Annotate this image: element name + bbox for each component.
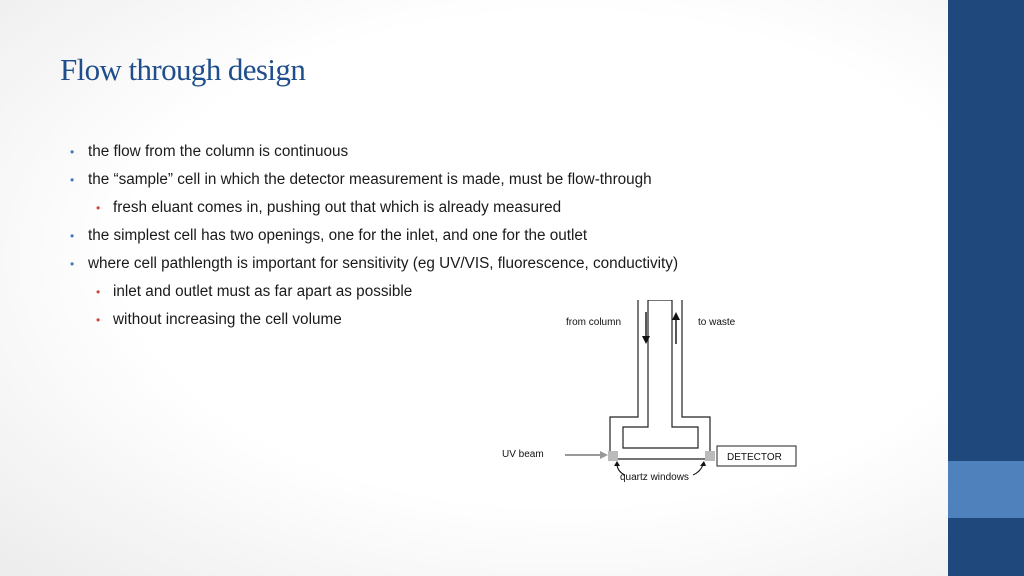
bullet-text: where cell pathlength is important for s…	[88, 255, 679, 272]
quartz-window-left	[608, 451, 618, 461]
sub-bullet-marker-icon: •	[96, 313, 101, 327]
bullet-text: inlet and outlet must as far apart as po…	[113, 283, 413, 300]
bullet-marker-icon: •	[70, 145, 75, 159]
window-pointer-left	[616, 464, 626, 476]
from-column-label: from column	[566, 317, 621, 328]
flow-cell-diagram: from column to waste UV beam DETECTOR qu…	[490, 299, 810, 495]
bullet-item: • the simplest cell has two openings, on…	[70, 222, 790, 250]
bullet-text: fresh eluant comes in, pushing out that …	[113, 199, 562, 216]
sub-bullet-marker-icon: •	[96, 285, 101, 299]
quartz-windows-label: quartz windows	[620, 472, 689, 483]
slide-title: Flow through design	[60, 52, 306, 87]
sub-bullet-item: • without increasing the cell volume	[70, 306, 790, 334]
slide: Flow through design • the flow from the …	[60, 52, 810, 495]
to-waste-label: to waste	[698, 317, 736, 328]
bullet-marker-icon: •	[70, 229, 75, 243]
uv-beam-label: UV beam	[502, 449, 544, 460]
detector-label: DETECTOR	[727, 452, 782, 463]
window-pointer-left-arrowhead-icon	[614, 461, 620, 466]
bullet-text: without increasing the cell volume	[113, 311, 342, 328]
outlet-arrowhead-icon	[672, 312, 680, 320]
flow-cell-channel	[622, 299, 699, 449]
uv-beam-arrowhead-icon	[600, 451, 608, 459]
bullet-marker-icon: •	[70, 173, 75, 187]
bullet-item: • the “sample” cell in which the detecto…	[70, 166, 790, 194]
bullet-item: • where cell pathlength is important for…	[70, 250, 790, 278]
window-pointer-right	[692, 464, 704, 476]
bullet-text: the flow from the column is continuous	[88, 143, 349, 160]
flow-cell-outline	[609, 300, 711, 460]
window-pointer-right-arrowhead-icon	[700, 461, 706, 466]
bullet-item: • the flow from the column is continuous	[70, 138, 790, 166]
sub-bullet-item: • fresh eluant comes in, pushing out tha…	[70, 194, 790, 222]
sub-bullet-marker-icon: •	[96, 201, 101, 215]
sub-bullet-item: • inlet and outlet must as far apart as …	[70, 278, 790, 306]
flow-cell-svg: from column to waste UV beam DETECTOR qu…	[502, 299, 797, 483]
bullet-list: • the flow from the column is continuous…	[70, 138, 790, 334]
detector-box	[716, 445, 797, 467]
bullet-marker-icon: •	[70, 257, 75, 271]
right-sidebar-accent	[948, 461, 1024, 518]
bullet-text: the simplest cell has two openings, one …	[88, 227, 588, 244]
bullet-text: the “sample” cell in which the detector …	[88, 171, 652, 188]
inlet-arrowhead-icon	[642, 336, 650, 344]
quartz-window-right	[705, 451, 715, 461]
